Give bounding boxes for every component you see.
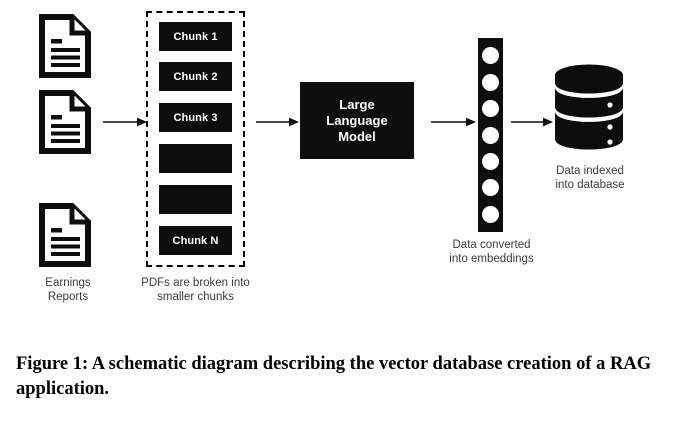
chunking-label-line2: smaller chunks bbox=[157, 291, 234, 303]
embedding-dot-4 bbox=[482, 126, 499, 144]
chunk-box-2[interactable]: Chunk 2 bbox=[159, 62, 232, 91]
schematic-diagram: Earnings Reports Chunk 1 Chunk 2 Chunk 3… bbox=[12, 11, 653, 304]
embeddings-label-line1: Data converted bbox=[452, 239, 531, 251]
chunks-container bbox=[146, 11, 245, 267]
document-icon-1 bbox=[38, 14, 92, 83]
embeddings-column bbox=[478, 38, 503, 232]
document-icon-3 bbox=[38, 203, 92, 272]
embeddings-label-line2: into embeddings bbox=[449, 253, 534, 265]
chunk-box-5[interactable] bbox=[159, 185, 232, 214]
arrow-chunks-to-llm bbox=[256, 115, 300, 129]
embedding-dot-5 bbox=[482, 152, 499, 170]
chunk-box-6[interactable]: Chunk N bbox=[159, 226, 232, 255]
large-language-model-box[interactable]: Large Language Model bbox=[300, 82, 414, 159]
arrow-embeddings-to-database bbox=[511, 115, 554, 129]
database-icon bbox=[553, 64, 625, 150]
llm-label-line2: Language bbox=[326, 112, 388, 128]
chunking-label: PDFs are broken into smaller chunks bbox=[131, 276, 260, 304]
arrow-llm-to-embeddings bbox=[431, 115, 477, 129]
embedding-dot-3 bbox=[482, 100, 499, 118]
llm-label-line1: Large bbox=[339, 96, 375, 112]
earnings-reports-label-line2: Reports bbox=[47, 291, 89, 303]
database-label-line2: into database bbox=[555, 179, 625, 191]
chunking-label-line1: PDFs are broken into bbox=[141, 277, 250, 289]
database-label: Data indexed into database bbox=[527, 164, 653, 192]
arrow-docs-to-chunks bbox=[103, 115, 148, 129]
document-icon-2 bbox=[38, 90, 92, 159]
embedding-dot-2 bbox=[482, 73, 499, 91]
embedding-dot-1 bbox=[482, 47, 499, 65]
chunk-box-1[interactable]: Chunk 1 bbox=[159, 22, 232, 51]
embeddings-label: Data converted into embeddings bbox=[425, 238, 558, 266]
earnings-reports-label: Earnings Reports bbox=[12, 276, 124, 304]
embedding-dot-6 bbox=[482, 179, 499, 197]
embedding-dot-7 bbox=[482, 205, 499, 223]
chunk-box-3[interactable]: Chunk 3 bbox=[159, 103, 232, 132]
figure-caption: Figure 1: A schematic diagram describing… bbox=[16, 354, 652, 399]
earnings-reports-label-line1: Earnings bbox=[45, 277, 91, 289]
llm-label-line3: Model bbox=[338, 128, 376, 144]
chunk-box-4[interactable] bbox=[159, 144, 232, 173]
database-label-line1: Data indexed bbox=[556, 165, 624, 177]
